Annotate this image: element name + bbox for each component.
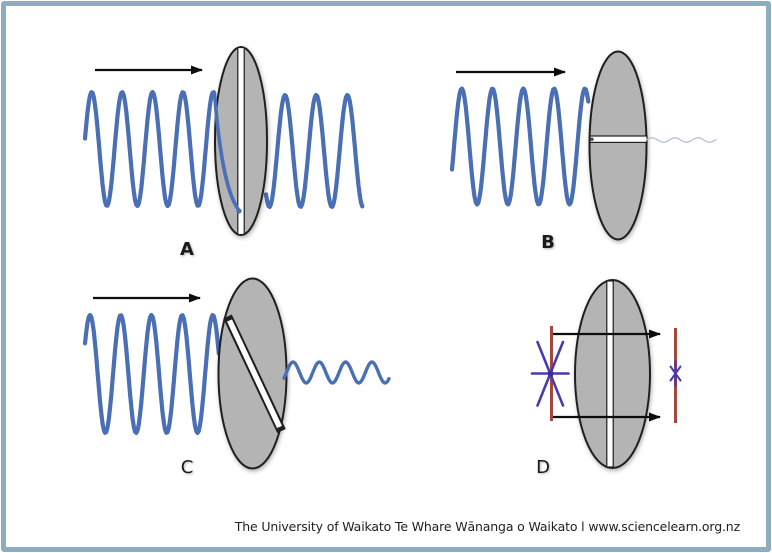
attenuated-wave-b xyxy=(645,137,717,143)
polarizing-filter-b xyxy=(588,50,648,241)
horizontal-slit-b xyxy=(589,135,648,144)
panel-d: D xyxy=(530,279,682,478)
wave-through-filter-a xyxy=(212,91,240,211)
polarized-light-symbol xyxy=(669,360,682,387)
panel-label-c: C xyxy=(181,457,194,478)
vertical-slit-d xyxy=(606,280,614,468)
panel-a: A xyxy=(82,46,365,260)
transmitted-wave-c xyxy=(282,360,391,385)
transmitted-wave-a xyxy=(263,92,365,209)
unpolarized-light-star xyxy=(530,340,570,407)
vertical-slit-a xyxy=(237,46,245,236)
panel-c: C xyxy=(82,277,391,478)
incident-wave-a xyxy=(82,89,216,209)
panel-label-b: B xyxy=(541,232,555,253)
incident-wave-b xyxy=(449,86,591,207)
panel-b: B xyxy=(449,50,717,253)
panel-label-a: A xyxy=(180,239,194,260)
attribution-text: The University of Waikato Te Whare Wānan… xyxy=(234,519,740,534)
blocked-wave-dot-b xyxy=(590,137,594,141)
panel-label-d: D xyxy=(536,457,550,478)
incident-wave-c xyxy=(82,312,221,436)
wave-endpoint-dot-a xyxy=(236,208,242,214)
diagonal-slit-c xyxy=(227,319,282,429)
